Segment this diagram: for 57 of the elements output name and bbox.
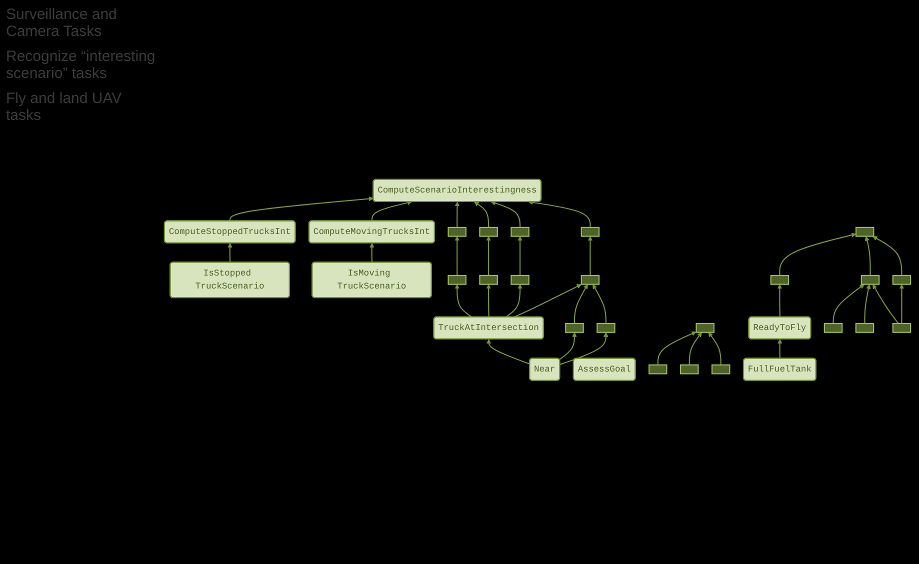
arrow (872, 236, 902, 276)
arrow (560, 332, 608, 366)
node-box (855, 323, 874, 333)
arrow (528, 200, 591, 228)
arrow (454, 284, 472, 318)
group-caption: Surveillance and Camera Tasks (6, 6, 118, 40)
node-box (648, 364, 668, 374)
node-box (892, 323, 912, 333)
arrow (588, 236, 593, 276)
node-box (448, 227, 466, 237)
node-box (580, 227, 600, 237)
node-box (711, 364, 730, 374)
arrow (872, 284, 899, 324)
arrow (369, 243, 374, 263)
node-box (824, 323, 843, 333)
arrow (592, 284, 606, 324)
arrow (779, 232, 856, 276)
node-box (696, 323, 714, 333)
arrow (777, 339, 782, 359)
node-box (596, 323, 616, 333)
node-box (479, 275, 498, 285)
arrow (486, 236, 491, 276)
arrow (454, 236, 460, 276)
arrow (832, 284, 864, 324)
node-box (855, 227, 874, 237)
arrow (864, 284, 871, 324)
node-box (448, 275, 466, 285)
arrow (688, 332, 702, 366)
arrow (474, 202, 490, 228)
arrow (518, 236, 522, 276)
arrow (230, 196, 374, 222)
arrow (777, 284, 782, 318)
node-box (479, 227, 498, 237)
arrow (505, 284, 522, 318)
node-box (565, 323, 584, 333)
node-box (510, 227, 530, 237)
arrow (864, 236, 871, 276)
arrow (454, 202, 460, 228)
arrow (558, 332, 577, 360)
node-box (680, 364, 699, 374)
node-box (860, 275, 880, 285)
arrow (486, 284, 491, 318)
node-box (892, 275, 912, 285)
arrow (486, 339, 530, 365)
arrow (574, 284, 588, 324)
group-caption: Recognize “interesting scenario” tasks (6, 48, 156, 82)
arrow (899, 284, 904, 324)
node-box (510, 275, 530, 285)
node-box (770, 275, 790, 285)
arrow (514, 284, 582, 318)
arrow (657, 331, 696, 366)
group-caption: Fly and land UAV tasks (6, 90, 123, 124)
arrow (371, 200, 412, 222)
arrow (708, 332, 722, 366)
node-box (580, 275, 600, 285)
arrow (490, 200, 521, 228)
arrow (228, 243, 232, 263)
